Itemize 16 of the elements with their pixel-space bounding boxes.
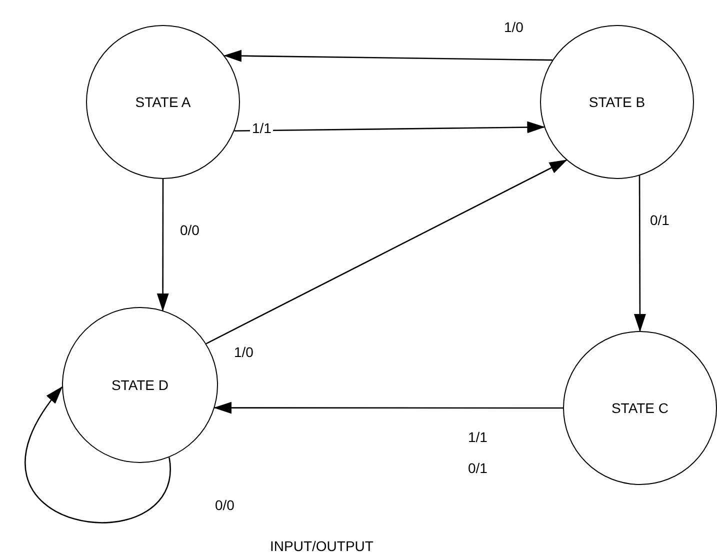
state-label: STATE D (111, 377, 169, 393)
state-label: STATE A (135, 94, 191, 110)
transition-arrow (26, 386, 170, 524)
state-circle (563, 331, 717, 485)
state-circle (62, 307, 218, 463)
state-label: STATE C (611, 400, 669, 416)
transition-arrow (234, 121, 546, 134)
transition-arrow (206, 160, 568, 344)
transition-arrow (156, 179, 169, 312)
transition-arrow (224, 50, 552, 62)
state-circle (86, 25, 240, 179)
transition-arrow (634, 176, 646, 332)
state-circle (540, 25, 694, 179)
note-text: INPUT/OUTPUT (270, 538, 374, 554)
state-label: STATE B (588, 94, 646, 110)
transition-arrow (214, 402, 563, 414)
